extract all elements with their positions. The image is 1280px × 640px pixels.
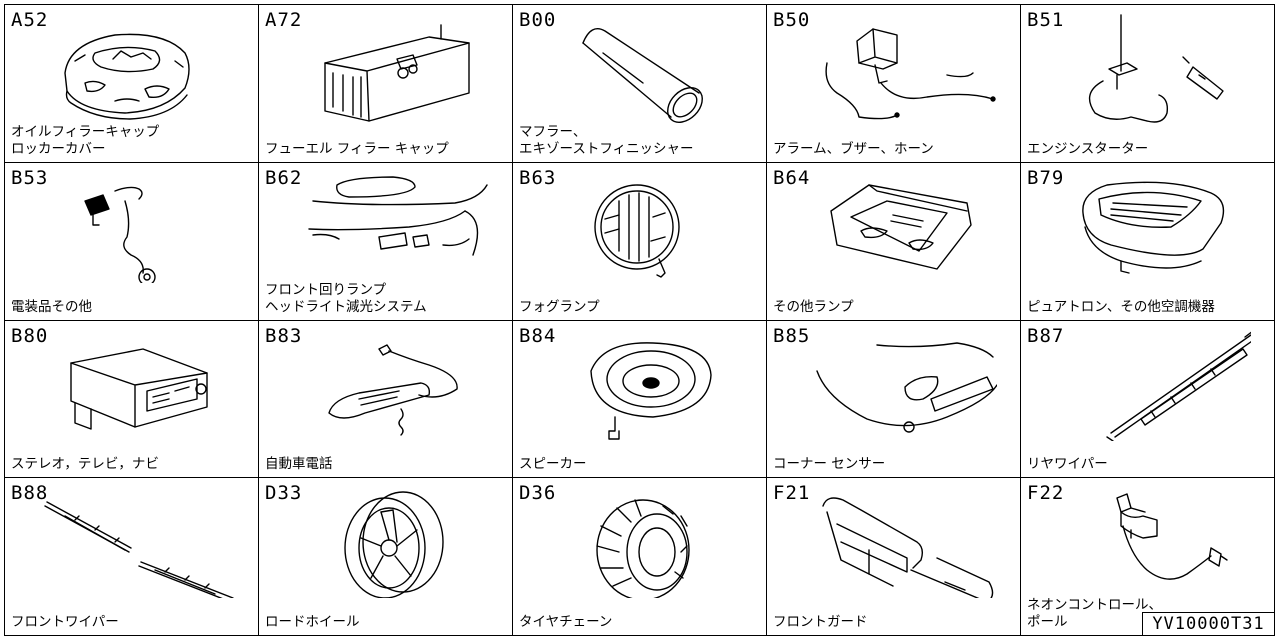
- corner-sensor-icon: [797, 329, 998, 441]
- part-label: フロントワイパー: [11, 614, 119, 630]
- road-wheel-icon: [289, 486, 489, 599]
- part-label: フォグランプ: [519, 298, 600, 315]
- parts-grid: A52 オイルフィラーキャップ ロッカーカバー A72: [4, 4, 1275, 636]
- part-label: アラーム、ブザー、ホーン: [773, 140, 934, 157]
- fuel-filler-cap-icon: [289, 13, 489, 125]
- part-cell-b63[interactable]: B63 フォグランプ: [513, 162, 767, 321]
- part-code: B88: [11, 482, 49, 505]
- rear-wiper-icon: [1051, 329, 1258, 442]
- part-code: F22: [1027, 482, 1065, 505]
- part-code: B51: [1027, 9, 1065, 31]
- part-code: A52: [11, 9, 49, 31]
- part-label: リヤワイパー: [1027, 456, 1108, 473]
- part-label: オイルフィラーキャップ ロッカーカバー: [11, 123, 160, 157]
- part-label: ステレオ，テレビ，ナビ: [11, 456, 159, 473]
- part-code: B63: [519, 166, 557, 189]
- part-code: B79: [1027, 166, 1065, 189]
- neon-pole-icon: [1051, 486, 1251, 598]
- part-code: B84: [519, 324, 557, 347]
- part-cell-b00[interactable]: B00 マフラー、 エキゾーストフィニッシャー: [513, 5, 767, 163]
- part-cell-b50[interactable]: B50 アラーム、ブザー、ホーン: [767, 5, 1021, 163]
- document-code: YV10000T31: [1142, 612, 1275, 636]
- part-cell-b79[interactable]: B79 ピュアトロン、その他空調機器: [1021, 162, 1275, 321]
- part-label: エンジンスターター: [1027, 140, 1149, 157]
- part-cell-b85[interactable]: B85 コーナー センサー: [767, 320, 1021, 479]
- part-cell-b64[interactable]: B64 その他ランプ: [767, 162, 1021, 321]
- part-label: スピーカー: [519, 456, 587, 473]
- part-cell-f21[interactable]: F21 フロントガード: [767, 478, 1021, 636]
- part-cell-b88[interactable]: B88 フロントワイパー: [5, 478, 259, 636]
- part-code: B87: [1027, 324, 1065, 347]
- engine-starter-icon: [1051, 13, 1251, 125]
- part-cell-b51[interactable]: B51 エンジンスターター: [1021, 5, 1275, 163]
- part-cell-d33[interactable]: D33 ロードホイール: [259, 478, 513, 636]
- part-label: 電装品その他: [11, 298, 92, 315]
- part-label: 自動車電話: [265, 456, 333, 473]
- oil-filler-cap-icon: [35, 13, 235, 125]
- part-cell-b83[interactable]: B83 自動車電話: [259, 320, 513, 479]
- front-wiper-icon: [35, 486, 235, 603]
- speaker-icon: [543, 329, 743, 441]
- part-label: ロードホイール: [265, 614, 360, 630]
- part-code: B50: [773, 9, 811, 31]
- fog-lamp-icon: [543, 171, 743, 283]
- car-phone-icon: [289, 329, 489, 441]
- part-code: B80: [11, 324, 49, 347]
- part-label: フロントガード: [773, 614, 868, 630]
- part-cell-a52[interactable]: A52 オイルフィラーキャップ ロッカーカバー: [5, 5, 259, 163]
- part-code: B83: [265, 324, 303, 347]
- electrical-parts-icon: [35, 171, 235, 286]
- alarm-horn-icon: [797, 13, 997, 125]
- part-code: F21: [773, 482, 811, 505]
- part-cell-a72[interactable]: A72 フューエル フィラー キャップ: [259, 5, 513, 163]
- part-cell-b87[interactable]: B87 リヤワイパー: [1021, 320, 1275, 479]
- part-cell-b53[interactable]: B53 電装品その他: [5, 162, 259, 321]
- front-guard-icon: [797, 486, 997, 603]
- part-label: ピュアトロン、その他空調機器: [1027, 298, 1215, 315]
- part-cell-b84[interactable]: B84 スピーカー: [513, 320, 767, 479]
- part-label: フロント回りランプ ヘッドライト減光システム: [265, 281, 427, 315]
- part-code: B64: [773, 166, 811, 189]
- part-code: D36: [519, 482, 557, 505]
- stereo-icon: [35, 329, 235, 441]
- part-label: タイヤチェーン: [519, 614, 613, 630]
- part-code: B53: [11, 166, 49, 189]
- part-label: コーナー センサー: [773, 456, 886, 473]
- part-code: B00: [519, 9, 557, 31]
- part-label: マフラー、 エキゾーストフィニッシャー: [519, 123, 694, 157]
- part-label: その他ランプ: [773, 298, 854, 315]
- air-purifier-icon: [1051, 171, 1251, 283]
- part-label: フューエル フィラー キャップ: [265, 140, 449, 157]
- muffler-icon: [543, 13, 743, 125]
- part-code: B62: [265, 166, 303, 189]
- part-code: B85: [773, 324, 811, 347]
- part-code: D33: [265, 482, 303, 505]
- part-cell-b62[interactable]: B62 フロント回りランプ ヘッドライト減光システム: [259, 162, 513, 321]
- tire-chain-icon: [543, 486, 743, 601]
- part-code: A72: [265, 9, 303, 31]
- part-cell-b80[interactable]: B80 ステレオ，テレビ，ナビ: [5, 320, 259, 479]
- part-label: ネオンコントロール、 ポール: [1027, 597, 1162, 630]
- part-cell-d36[interactable]: D36 タイヤチェーン: [513, 478, 767, 636]
- room-lamp-icon: [797, 171, 997, 283]
- front-lamp-icon: [289, 171, 489, 283]
